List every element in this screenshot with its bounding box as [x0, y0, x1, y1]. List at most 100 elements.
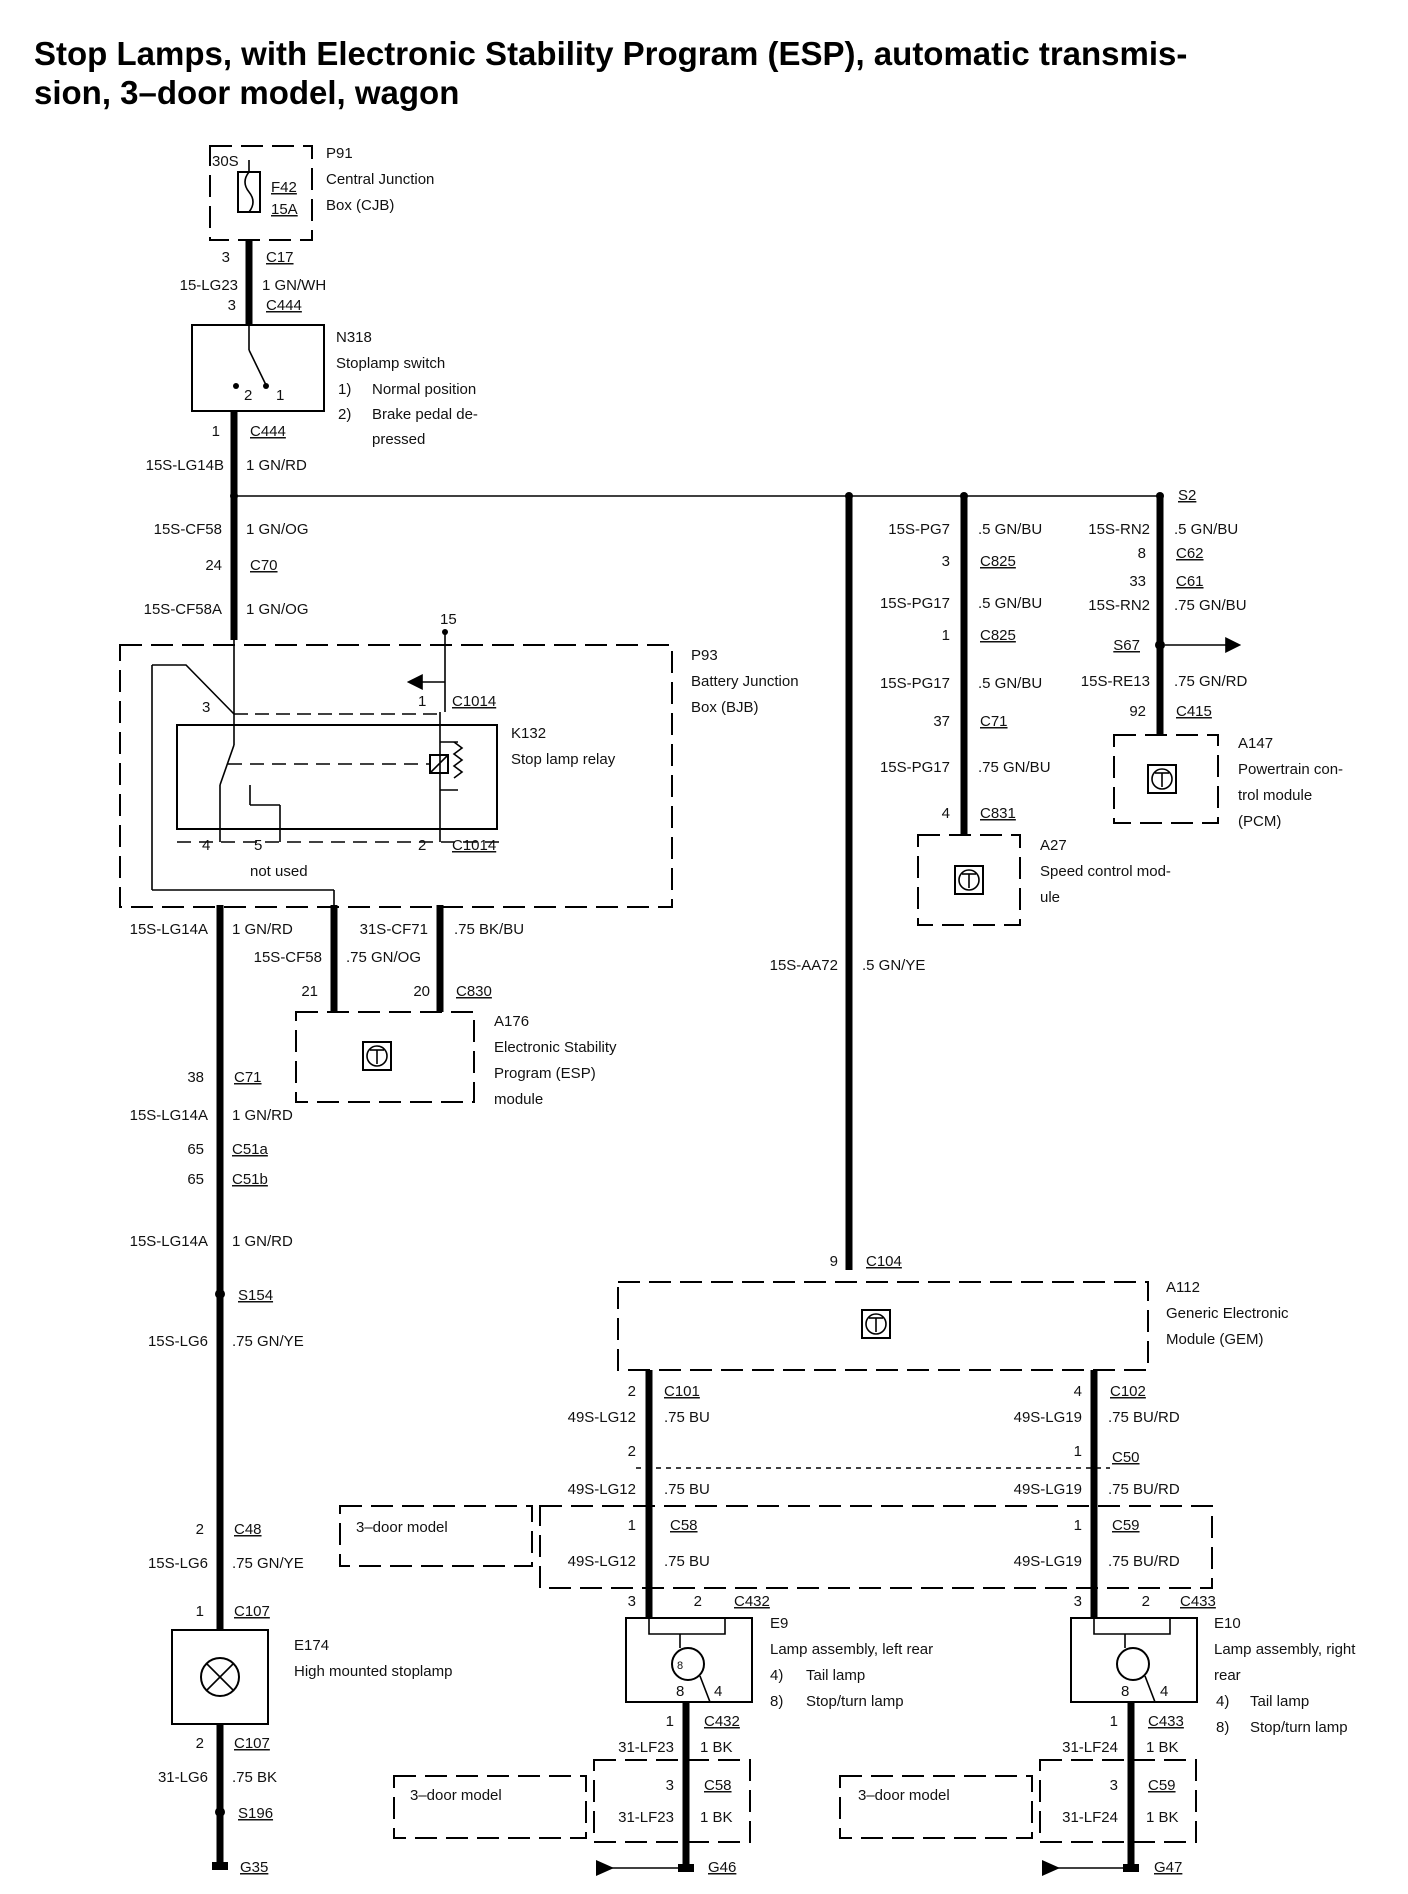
k132-stop-lamp-relay: K132 Stop lamp relay 3 1 C1014 4 5 2 C10… — [176, 693, 616, 880]
c433-pin-3: 3 — [1074, 1593, 1082, 1610]
left-g2-circuit: 31-LF23 — [618, 1809, 674, 1826]
a147-id: A147 — [1238, 735, 1273, 752]
n318-note1-num: 1) — [338, 381, 351, 398]
c415-label: C415 — [1176, 703, 1212, 720]
w3-circuit: 15S-CF58 — [154, 521, 222, 538]
c444a-pin: 3 — [228, 297, 236, 314]
pg17b-circuit: 15S-PG17 — [880, 675, 950, 692]
a147-name-1: Powertrain con- — [1238, 761, 1343, 778]
rn2a-color: .5 GN/BU — [1174, 521, 1238, 538]
c444a-label: C444 — [266, 297, 302, 314]
splice-s196: S196 — [238, 1805, 273, 1822]
c58b-label: C58 — [704, 1777, 732, 1794]
p93-name-1: Battery Junction — [691, 673, 799, 690]
c48-pin: 2 — [196, 1521, 204, 1538]
a27-name-1: Speed control mod- — [1040, 863, 1171, 880]
left-w3-circuit: 49S-LG12 — [568, 1553, 636, 1570]
left-w2-circuit: 49S-LG12 — [568, 1481, 636, 1498]
p91-id: P91 — [326, 145, 353, 162]
c432b-label: C432 — [704, 1713, 740, 1730]
w9-color: 1 GN/RD — [232, 1233, 293, 1250]
n318-note1: Normal position — [372, 381, 476, 398]
page-title-line-2: sion, 3–door model, wagon — [34, 74, 460, 111]
e10-id: E10 — [1214, 1615, 1241, 1632]
left-c50-pin: 2 — [628, 1443, 636, 1460]
p93-name-2: Box (BJB) — [691, 699, 759, 716]
ground-icon — [1123, 1864, 1139, 1872]
a27-speed-control-module: A27 Speed control mod- ule — [917, 834, 1171, 926]
right-w1-color: .75 BU/RD — [1108, 1409, 1180, 1426]
c825b-label: C825 — [980, 627, 1016, 644]
w9-circuit: 15S-LG14A — [130, 1233, 208, 1250]
c51b-label: C51b — [232, 1171, 268, 1188]
c104-pin: 9 — [830, 1253, 838, 1270]
module-icon — [954, 865, 984, 895]
right-w3-circuit: 49S-LG19 — [1014, 1553, 1082, 1570]
relay-contact-icon — [219, 744, 235, 786]
right-c50-pin: 1 — [1074, 1443, 1082, 1460]
splice-s2: S2 — [1178, 487, 1196, 504]
w7-circuit: 15S-CF58 — [254, 949, 322, 966]
right-w3-color: .75 BU/RD — [1108, 1553, 1180, 1570]
three-door-connector-c58b — [593, 1759, 751, 1843]
p91-central-junction-box: 30S F42 15A P91 Central Junction Box (CJ… — [209, 145, 434, 241]
w11-circuit: 15S-LG6 — [148, 1555, 208, 1572]
c71-left-label: C71 — [234, 1069, 262, 1086]
three-door-box-left — [393, 1775, 587, 1839]
e174-high-mounted-stoplamp: E174 High mounted stoplamp — [171, 1629, 452, 1725]
c58b-pin: 3 — [666, 1777, 674, 1794]
n318-note2-line2: pressed — [372, 431, 425, 448]
three-door-label-right: 3–door model — [858, 1787, 950, 1804]
left-w1-circuit: 49S-LG12 — [568, 1409, 636, 1426]
k132-not-used: not used — [250, 863, 308, 880]
c17-pin: 3 — [222, 249, 230, 266]
p93-id: P93 — [691, 647, 718, 664]
c831-label: C831 — [980, 805, 1016, 822]
p93-battery-junction-box: P93 Battery Junction Box (BJB) 15 — [119, 611, 799, 908]
n318-pin-1: 1 — [276, 387, 284, 404]
e10-note2-num: 8) — [1216, 1719, 1229, 1736]
c830-pin-21: 21 — [301, 983, 318, 1000]
k132-pin-3: 3 — [202, 699, 210, 716]
n318-pin-2: 2 — [244, 387, 252, 404]
w2-color: 1 GN/RD — [246, 457, 307, 474]
w11-color: .75 GN/YE — [232, 1555, 304, 1572]
a27-name-2: ule — [1040, 889, 1060, 906]
c58-pin: 1 — [628, 1517, 636, 1534]
three-door-label-top: 3–door model — [356, 1519, 448, 1536]
e10-lamp-assembly-right-rear: 8 4 E10 Lamp assembly, right rear 4) Tai… — [1070, 1615, 1356, 1736]
a176-id: A176 — [494, 1013, 529, 1030]
c107b-label: C107 — [234, 1735, 270, 1752]
c415-pin: 92 — [1129, 703, 1146, 720]
c830-pin-20: 20 — [413, 983, 430, 1000]
right-w2-circuit: 49S-LG19 — [1014, 1481, 1082, 1498]
pg7-circuit: 15S-PG7 — [888, 521, 950, 538]
c825b-pin: 1 — [942, 627, 950, 644]
a27-id: A27 — [1040, 837, 1067, 854]
a112-id: A112 — [1166, 1279, 1200, 1296]
module-icon — [1147, 764, 1177, 794]
k132-id: K132 — [511, 725, 546, 742]
ground-g35: G35 — [240, 1859, 268, 1876]
rn2b-circuit: 15S-RN2 — [1088, 597, 1150, 614]
page-title-line-1: Stop Lamps, with Electronic Stability Pr… — [34, 35, 1188, 72]
c825a-pin: 3 — [942, 553, 950, 570]
n318-note2-line1: Brake pedal de- — [372, 406, 478, 423]
arrow-right-icon — [596, 1860, 614, 1876]
e10-note1: Tail lamp — [1250, 1693, 1309, 1710]
right-g2-color: 1 BK — [1146, 1809, 1179, 1826]
c831-pin: 4 — [942, 805, 950, 822]
a112-generic-electronic-module: A112 Generic Electronic Module (GEM) — [617, 1279, 1289, 1371]
c1014a-label: C1014 — [452, 693, 496, 710]
e9-id: E9 — [770, 1615, 788, 1632]
three-door-connector-c59b — [1039, 1759, 1197, 1843]
c102-pin: 4 — [1074, 1383, 1082, 1400]
ground-g46: G46 — [708, 1859, 736, 1876]
e9-pin-4-label: 4 — [714, 1683, 722, 1700]
lamp-icon — [200, 1657, 240, 1697]
page-title: Stop Lamps, with Electronic Stability Pr… — [34, 34, 1374, 112]
w10-color: .75 GN/YE — [232, 1333, 304, 1350]
k132-pin-1: 1 — [418, 693, 426, 710]
three-door-box-top — [339, 1505, 533, 1567]
